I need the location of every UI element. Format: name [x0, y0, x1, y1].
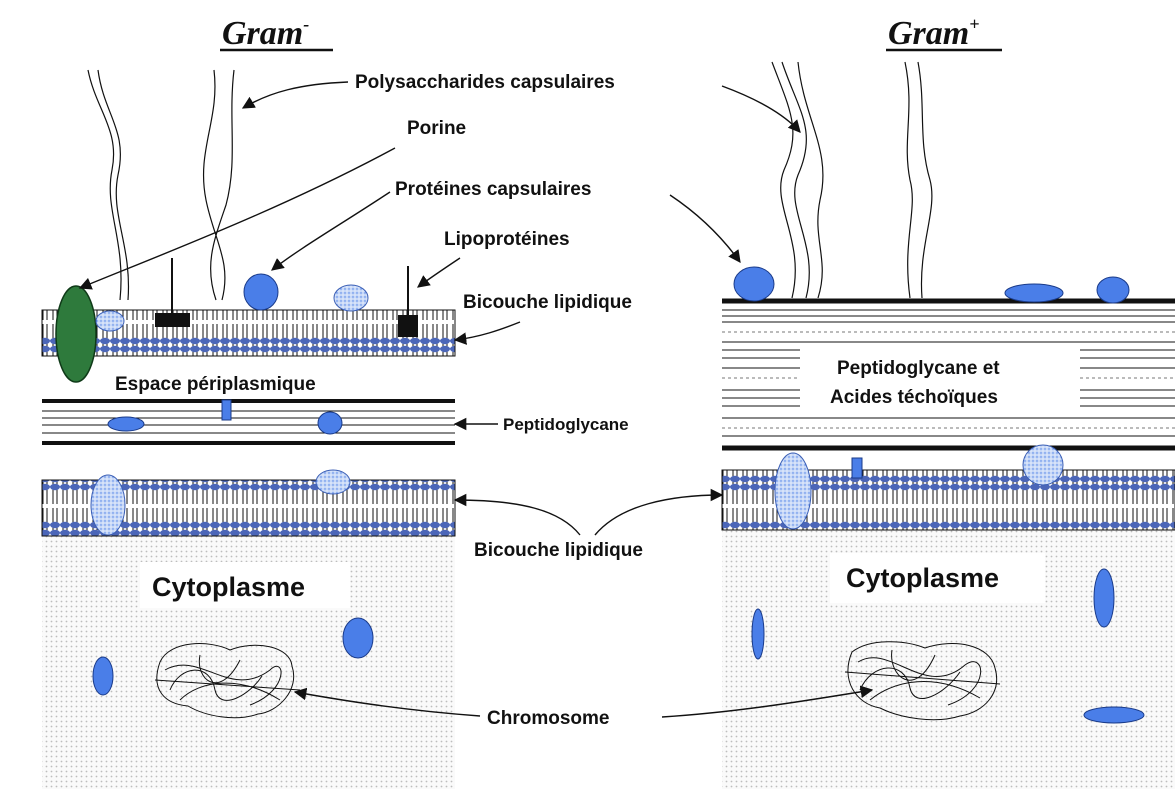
- periplasm-protein-2: [222, 400, 231, 420]
- title-gram-positive: Gram+: [886, 14, 1002, 52]
- label-bicouche-lipidique-bottom: Bicouche lipidique: [474, 540, 643, 561]
- cytoplasm-protein-right-2: [1094, 569, 1114, 627]
- cytoplasm-protein-left-2: [343, 618, 373, 658]
- svg-text:Gram-: Gram-: [222, 14, 309, 52]
- outer-membrane-protein-small: [96, 311, 124, 331]
- label-peptidoglycane: Peptidoglycane: [503, 415, 629, 434]
- cytoplasm-protein-right-1: [752, 609, 764, 659]
- label-peptidoglycane-et: Peptidoglycane et: [837, 358, 1000, 379]
- label-cytoplasme-left: Cytoplasme: [152, 572, 305, 602]
- lipoproteine-1: [155, 258, 190, 327]
- periplasm-protein-1: [108, 417, 144, 431]
- capsular-polysaccharides-right: [772, 62, 932, 298]
- title-gram-negative: Gram-: [220, 14, 333, 52]
- label-acides-techoiques: Acides téchoïques: [830, 387, 998, 408]
- label-espace-periplasmique: Espace périplasmique: [115, 374, 316, 395]
- capsular-protein-left-2: [334, 285, 368, 311]
- inner-membrane-protein-right-2: [852, 458, 862, 478]
- capsular-protein-right-2: [1005, 284, 1063, 302]
- porine-protein: [56, 286, 96, 382]
- label-bicouche-lipidique-top: Bicouche lipidique: [463, 292, 632, 313]
- inner-membrane-protein-left-2: [316, 470, 350, 494]
- label-porine: Porine: [407, 118, 466, 139]
- label-chromosome: Chromosome: [487, 708, 609, 729]
- inner-membrane-protein-left-1: [91, 475, 125, 535]
- inner-membrane-protein-right-3: [1023, 445, 1063, 485]
- peptidoglycan-thin-layer: [42, 401, 455, 443]
- cytoplasm-protein-left-1: [93, 657, 113, 695]
- inner-membrane-protein-right-1: [775, 453, 811, 529]
- capsular-protein-left-1: [244, 274, 278, 310]
- label-polysaccharides-capsulaires: Polysaccharides capsulaires: [355, 72, 615, 93]
- capsular-polysaccharides-left: [88, 70, 234, 300]
- label-lipoproteines: Lipoprotéines: [444, 229, 570, 250]
- periplasm-protein-3: [318, 412, 342, 434]
- capsular-protein-right-3: [1097, 277, 1129, 303]
- label-proteines-capsulaires: Protéines capsulaires: [395, 179, 591, 200]
- lipoproteine-2: [398, 266, 418, 337]
- capsular-protein-right-1: [734, 267, 774, 301]
- cytoplasm-protein-right-3: [1084, 707, 1144, 723]
- svg-text:Gram+: Gram+: [888, 14, 980, 52]
- label-cytoplasme-right: Cytoplasme: [846, 563, 999, 593]
